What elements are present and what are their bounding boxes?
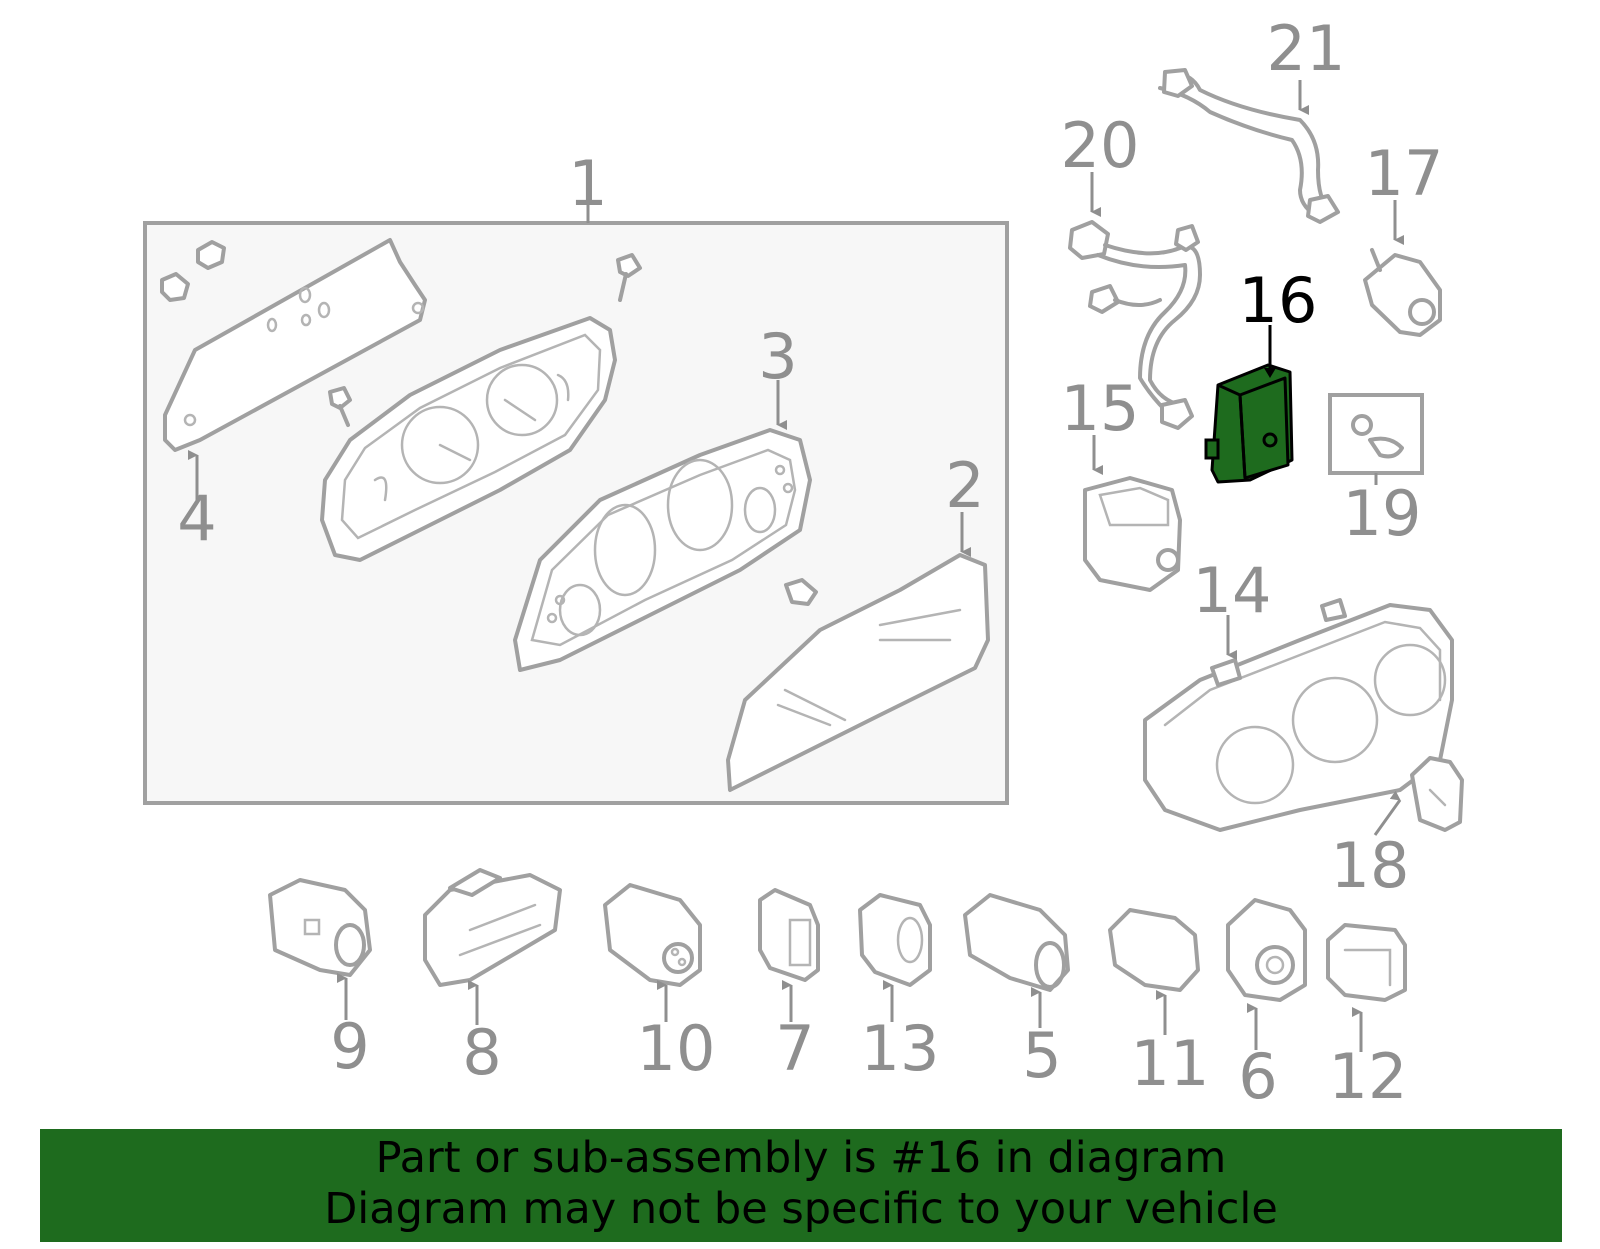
callout-7: 7	[775, 1012, 814, 1085]
callout-16: 16	[1239, 264, 1318, 337]
callout-labels: 1 2 3 4 5 6 7 8 9 10 11 12 13 14 15 16 1…	[177, 12, 1443, 1113]
callout-3: 3	[758, 320, 797, 393]
banner-line-2: Diagram may not be specific to your vehi…	[324, 1184, 1278, 1234]
part-14-cluster-assembly[interactable]	[1143, 598, 1454, 832]
part-10-switch[interactable]	[603, 883, 702, 987]
callout-6: 6	[1238, 1040, 1277, 1113]
part-19-bulb-kit[interactable]	[1328, 393, 1424, 485]
part-8-switch[interactable]	[423, 868, 562, 987]
part-21-wiring-harness[interactable]	[1158, 68, 1340, 224]
callout-arrows	[188, 80, 1404, 1052]
callout-18: 18	[1331, 829, 1410, 902]
part-7-switch[interactable]	[758, 888, 820, 982]
clip-parts	[160, 240, 818, 606]
callout-8: 8	[462, 1016, 501, 1089]
part-20-wiring-harness[interactable]	[1068, 220, 1202, 430]
part-2-face-plate[interactable]	[513, 428, 812, 672]
part-2-lens[interactable]	[726, 553, 990, 792]
callout-20: 20	[1061, 109, 1140, 182]
callout-5: 5	[1022, 1019, 1061, 1092]
callout-1: 1	[568, 147, 607, 220]
part-5-switch[interactable]	[963, 893, 1070, 992]
callout-17: 17	[1365, 137, 1444, 210]
callout-21: 21	[1267, 12, 1346, 85]
part-16-control-module[interactable]	[1204, 363, 1294, 484]
callout-2: 2	[945, 449, 984, 522]
part-12-switch[interactable]	[1326, 923, 1407, 1002]
callout-13: 13	[861, 1012, 940, 1085]
notice-banner: Part or sub-assembly is #16 in diagram D…	[40, 1129, 1562, 1242]
callout-10: 10	[637, 1012, 716, 1085]
part-17-switch[interactable]	[1363, 248, 1442, 337]
callout-14: 14	[1193, 554, 1272, 627]
callout-9: 9	[330, 1010, 369, 1083]
part-18-knob[interactable]	[1410, 756, 1464, 832]
callout-11: 11	[1131, 1027, 1210, 1100]
callout-15: 15	[1061, 372, 1140, 445]
part-15-switch[interactable]	[1083, 476, 1182, 592]
part-13-switch[interactable]	[858, 893, 932, 987]
callout-19: 19	[1343, 477, 1422, 550]
callout-4: 4	[177, 482, 216, 555]
part-9-switch[interactable]	[268, 878, 372, 977]
banner-line-1: Part or sub-assembly is #16 in diagram	[375, 1133, 1227, 1183]
part-6-switch[interactable]	[1226, 898, 1307, 1002]
part-3-cluster-housing[interactable]	[320, 316, 617, 562]
part-11-switch[interactable]	[1108, 908, 1200, 992]
part-4-back-plate[interactable]	[163, 238, 427, 452]
callout-12: 12	[1329, 1040, 1408, 1113]
